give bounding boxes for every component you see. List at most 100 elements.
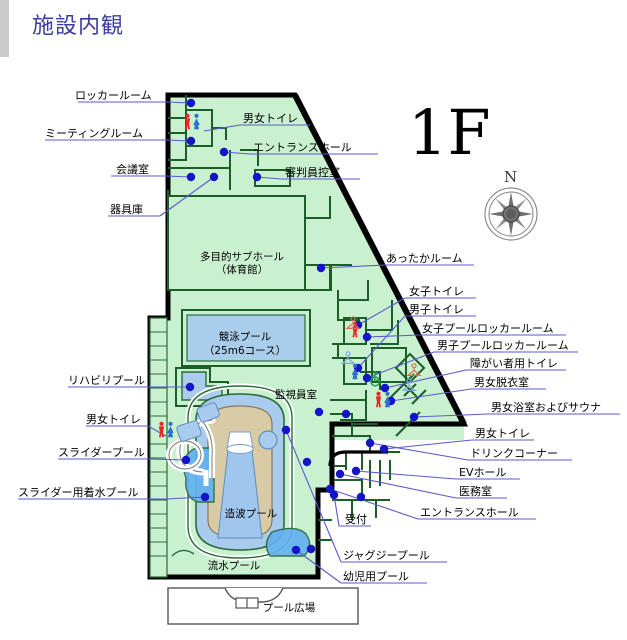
- water-slide: [166, 402, 220, 486]
- callout-leader: [203, 124, 241, 132]
- location-marker: [325, 484, 335, 494]
- callout-label: 器具庫: [110, 203, 143, 216]
- location-marker: [302, 457, 312, 467]
- callout-leader: [295, 549, 342, 584]
- compass-north-label: N: [504, 168, 518, 186]
- room-label: 流水プール: [207, 560, 261, 572]
- page-title: 施設内観: [32, 14, 125, 39]
- reception-counter: [328, 450, 388, 490]
- multipurpose-subhall: [167, 195, 352, 291]
- location-marker: [356, 492, 366, 502]
- callout-leader: [357, 315, 406, 369]
- callout-leader: [366, 334, 421, 338]
- callout-label: EVホール: [459, 466, 507, 479]
- callout-label: ジャグジープール: [343, 549, 430, 562]
- left-accent-bar: [0, 0, 9, 57]
- location-marker: [306, 544, 316, 554]
- location-marker: [252, 172, 262, 182]
- wave-pool-complex: [185, 383, 295, 561]
- callout-leader: [390, 388, 472, 402]
- callout-label: 会議室: [116, 163, 149, 176]
- location-marker: [200, 492, 210, 502]
- room-label: 多目的サブホール: [200, 251, 284, 263]
- location-marker: [186, 136, 196, 146]
- callout-leader: [333, 494, 340, 527]
- location-marker: [362, 332, 372, 342]
- callout-leader: [339, 473, 457, 499]
- callout-leader: [357, 297, 406, 326]
- callout-leader: [159, 176, 215, 217]
- location-marker: [409, 412, 419, 422]
- callout-leader: [384, 369, 467, 389]
- callout-label: 女子トイレ: [409, 285, 464, 298]
- kids-pool: [265, 527, 311, 557]
- callout-leader: [355, 470, 457, 480]
- pool-plaza: [167, 587, 359, 625]
- callout-leader: [165, 496, 206, 500]
- location-marker: [380, 383, 390, 393]
- location-marker: [341, 409, 351, 419]
- room-label: （25m6コース）: [203, 345, 287, 357]
- location-marker: [181, 455, 191, 465]
- callout-label: スライダープール: [58, 446, 145, 459]
- location-marker: [316, 263, 326, 273]
- location-marker: [209, 172, 219, 182]
- location-marker: [351, 466, 361, 476]
- callout-label: あったかルーム: [386, 252, 463, 265]
- callout-leader: [329, 488, 419, 520]
- location-marker: [186, 98, 196, 108]
- room-label: プール広場: [262, 602, 316, 614]
- location-marker: [291, 545, 301, 555]
- location-marker: [335, 469, 345, 479]
- callout-label: 男女トイレ: [243, 112, 298, 125]
- callout-lines: [18, 101, 620, 584]
- entrance-hall-walls: [318, 519, 332, 541]
- room-label: （体育館）: [215, 264, 269, 276]
- room-label: 造波プール: [224, 508, 278, 520]
- location-marker: [379, 444, 389, 454]
- callout-label: ドリンクコーナー: [470, 447, 558, 460]
- callout-label: 男女トイレ: [86, 413, 141, 426]
- location-marker: [362, 373, 372, 383]
- room-label: 監視員室: [275, 389, 317, 401]
- callout-label: 男女脱衣室: [474, 376, 529, 389]
- callout-label: 男子プールロッカールーム: [437, 339, 569, 352]
- callout-label: 医務室: [459, 485, 492, 498]
- flow-pool-area: [171, 549, 195, 557]
- callout-label: 男女浴室およびサウナ: [491, 401, 601, 414]
- location-marker: [219, 147, 229, 157]
- room-label: 競泳プール: [218, 331, 272, 343]
- callout-label: リハビリプール: [68, 374, 145, 387]
- location-marker: [365, 438, 375, 448]
- callout-label: 女子プールロッカールーム: [422, 322, 554, 335]
- callout-label: ミーティングルーム: [45, 127, 144, 140]
- diagonal-exterior-wall: [292, 93, 467, 426]
- floor-label: 1F: [408, 96, 491, 169]
- callout-leader: [149, 458, 187, 461]
- compass-rose: [484, 187, 538, 241]
- callout-label: 審判員控室: [285, 166, 340, 179]
- location-marker: [185, 382, 195, 392]
- east-wing-walls: [330, 280, 421, 520]
- callout-label: スライダー用着水プール: [18, 486, 139, 499]
- callout-leader: [320, 264, 386, 269]
- callout-label: 障がい者用トイレ: [470, 357, 558, 370]
- callout-label: ロッカールーム: [75, 89, 152, 102]
- callout-label: エントランスホール: [253, 141, 352, 154]
- location-marker: [329, 490, 339, 500]
- location-marker: [314, 407, 324, 417]
- callout-label: 幼児用プール: [343, 570, 409, 583]
- left-corridor-hatch: [149, 317, 168, 578]
- location-marker: [186, 172, 196, 182]
- location-marker: [281, 425, 291, 435]
- callout-leader: [413, 413, 489, 418]
- callout-label: 男女トイレ: [475, 427, 530, 440]
- competition-pool: [181, 309, 311, 367]
- callout-leader: [366, 351, 435, 379]
- callout-label: エントランスホール: [420, 506, 519, 519]
- callout-label: 受付: [345, 513, 367, 526]
- callout-leader: [223, 151, 251, 155]
- callout-label: 男子トイレ: [409, 303, 464, 316]
